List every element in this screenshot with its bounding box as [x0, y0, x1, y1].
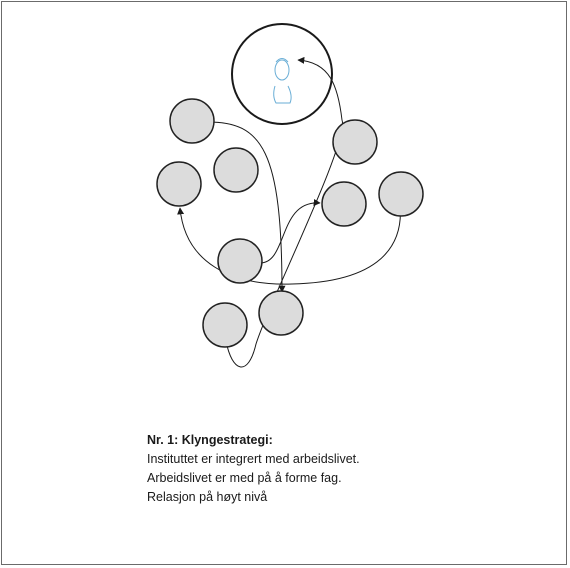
caption-line: Instituttet er integrert med arbeidslive…: [147, 452, 360, 466]
cluster-node: [321, 181, 367, 227]
caption-title: Nr. 1: Klyngestrategi:: [147, 433, 273, 447]
person-icon: [273, 58, 292, 104]
connector-topleft-to-lower: [207, 121, 286, 293]
cluster-node: [378, 171, 424, 217]
connector-right-to-left: [177, 203, 401, 285]
caption-line: Arbeidslivet er med på å forme fag.: [147, 471, 342, 485]
cluster-node: [169, 98, 215, 144]
connector-middle-to-right: [259, 199, 321, 264]
cluster-node: [213, 147, 259, 193]
caption: Nr. 1: Klyngestrategi: Instituttet er in…: [147, 431, 360, 507]
cluster-node: [202, 302, 248, 348]
cluster-node: [156, 161, 202, 207]
cluster-node: [217, 238, 263, 284]
connector-bottom-to-institute: [225, 56, 344, 368]
caption-line: Relasjon på høyt nivå: [147, 490, 268, 504]
institute-circle: [231, 23, 333, 125]
cluster-node: [332, 119, 378, 165]
cluster-node: [258, 290, 304, 336]
